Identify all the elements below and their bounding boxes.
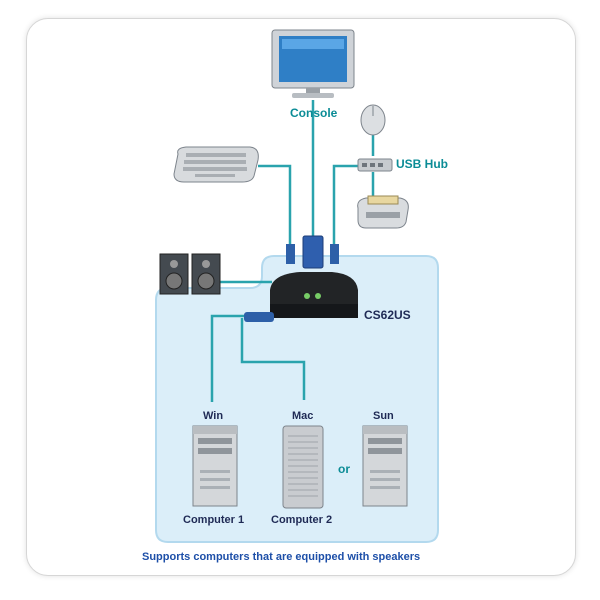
computer-mac-icon xyxy=(282,425,324,509)
usb-hub-label: USB Hub xyxy=(396,157,448,171)
or-label: or xyxy=(338,462,350,476)
footer-caption: Supports computers that are equipped wit… xyxy=(142,551,421,563)
kvm-switch-icon xyxy=(244,272,358,322)
computer-win-icon xyxy=(192,425,238,507)
computer2-label: Computer 2 xyxy=(271,514,333,526)
sun-label: Sun xyxy=(373,410,394,422)
speakers-icon xyxy=(159,253,221,295)
monitor-icon xyxy=(271,29,355,98)
computer-sun-icon xyxy=(362,425,408,507)
keyboard-icon xyxy=(173,146,259,183)
cable-keyboard xyxy=(258,164,292,248)
kvm-connectors xyxy=(286,235,339,269)
cable-computer2 xyxy=(240,318,306,400)
kvm-model-label: CS62US xyxy=(364,308,411,322)
usb-hub-icon xyxy=(357,158,393,172)
cable-computer1 xyxy=(210,314,250,402)
computer1-label: Computer 1 xyxy=(183,514,245,526)
mac-label: Mac xyxy=(292,410,314,422)
mouse-icon xyxy=(360,104,386,136)
cables xyxy=(210,100,375,402)
console-label: Console xyxy=(290,106,338,120)
cable-usbhub xyxy=(332,164,360,248)
win-label: Win xyxy=(203,410,224,422)
printer-icon xyxy=(357,195,409,229)
